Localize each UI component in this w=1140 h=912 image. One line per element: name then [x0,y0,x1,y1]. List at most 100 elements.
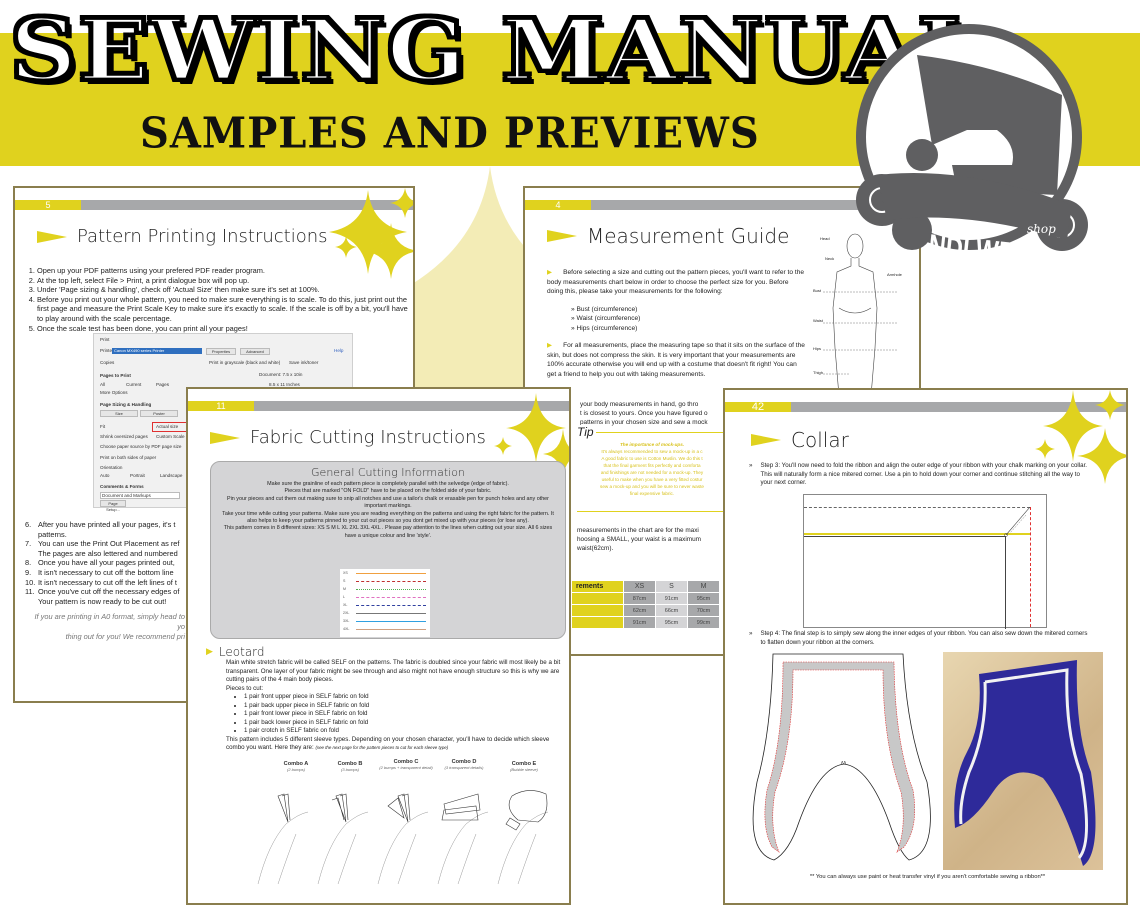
sparkle-icon [1077,426,1126,486]
combo-desc: (3 bumps) [340,767,359,772]
step-item: It isn't necessary to cut off the bottom… [38,567,174,577]
page-header-bar [15,200,413,210]
sparkle-icon [1095,390,1125,420]
table-row: 62cm 66cm 70cm [571,604,720,617]
comments-heading: Comments & Forms [100,484,144,489]
step-4: »Step 4: The final step is to simply sew… [749,630,1094,647]
radio-portrait: Portrait [130,473,145,478]
collar-diagram-icon: ᴧᴧ [752,653,931,861]
combo-desc: (Bubble sleeve) [510,767,538,772]
table-row: 87cm 91cm 95cm [571,592,720,605]
page-title-text: Pattern Printing Instructions [77,226,328,247]
size-line-legend: XS S M L XL 2XL 3XL 4XL [340,569,430,637]
tip-line: and finishings are not needed for a mock… [600,470,704,475]
size-label: S [343,579,346,583]
combo-a: Combo A(2 bumps) [266,761,326,772]
copies-label: Copies [100,360,115,365]
step-item: Open up your PDF patterns using your pre… [37,266,413,276]
combo-name: Combo D [451,759,477,765]
page-title: Collar [751,428,849,452]
footnote: ** You can always use paint or heat tran… [809,874,1046,880]
sparkle-icon [363,222,413,280]
intro-text: Before selecting a size and cutting out … [547,269,805,295]
background-sparkle-icon [180,166,800,516]
measure-item: » Waist (circumference) [571,315,641,322]
tip-label: Tip [577,425,596,439]
radio-current: Current [126,382,142,387]
ndlwrk-shop-logo-icon: NDLWRK shop [856,24,1088,260]
measure-item: » Bust (circumference) [571,305,638,313]
poster-tab: Poster [140,410,178,417]
table-cell: 95cm [655,616,688,629]
step-3: »Step 3: You'll now need to fold the rib… [749,462,1088,486]
printer-select: Canon MX490 series Printer [112,348,202,354]
step-number: 9. [25,567,32,577]
table-cell: 91cm [623,616,656,629]
piece-item: 1 pair front upper piece in SELF fabric … [244,693,566,702]
section-title: Leotard [218,645,265,659]
page-title-text: Fabric Cutting Instructions [250,427,486,448]
collar-photo-image [954,660,1096,866]
step-number: 10. [25,577,36,587]
page-title: Measurement Guide [547,224,789,248]
piece-item: 1 pair front lower piece in SELF fabric … [244,710,566,719]
radio-pages: Pages [156,382,170,387]
size-line [356,613,426,614]
step-item: Once you have all your pages printed out… [38,558,175,568]
pieces-label: Pieces to cut: [226,684,264,692]
figure-label: Hips [813,346,822,351]
size-line [356,621,426,622]
bullet-item: This pattern comes in 8 different sizes:… [223,525,553,539]
chart-note: measurements in the chart are for the ma… [577,526,727,553]
mitered-corner-diagram [803,494,1047,629]
size-label: XL [343,603,348,607]
step-item: The pages are also lettered and numbered [38,548,178,558]
advanced-button: Advanced [240,348,270,355]
size-line [356,597,426,598]
step-item: patterns. [38,529,67,539]
combo-desc: (2 bumps) [286,767,305,772]
more-options: More Options [100,390,128,395]
sleeve-sketches-icon [257,790,549,885]
step-item: At the top left, select File > Print, a … [37,276,413,286]
page-number: 11 [188,401,254,411]
para-text: For all measurements, place the measurin… [547,342,805,378]
tip-heading: The importance of mock-ups. [619,442,685,447]
combo-name: Combo C [393,759,419,765]
para-line: measurements in the chart are for the ma… [577,527,699,534]
combo-name: Combo E [511,761,537,767]
sparkle-icon [323,188,413,278]
main-title: SEWING MANUAL [8,0,985,100]
radio-custom-scale: Custom Scale [156,434,185,439]
step-text: Step 4: The final step is to simply sew … [760,630,1088,646]
radio-shrink: Shrink oversized pages [100,434,148,439]
table-header: S [655,580,688,593]
measure-item: » Hips (circumference) [571,324,638,332]
step-item: Under 'Page sizing & handling', check of… [37,285,413,295]
page-number: 42 [725,402,791,413]
page-number: 5 [15,200,81,210]
combo-d: Combo D(3 transparent details) [434,759,494,770]
table-cell: 91cm [655,592,688,605]
sparkle-icon [1043,390,1103,462]
page-header-bar [525,200,919,210]
figure-label: Armhole [887,272,902,277]
para-line: patterns in your chosen size and sew a m… [580,419,708,426]
tip-line: It's always recommended to sew a mock-up… [601,449,703,454]
page-setup-button: Page Setup... [100,500,126,512]
steps-list-bottom: 6.After you have printed all your pages,… [25,520,185,641]
table-cell: 87cm [623,592,656,605]
size-label: 4XL [343,627,350,631]
comments-select: Document and Markups [100,492,180,499]
step-item: Your pattern is now ready to be cut out! [38,596,167,606]
combo-c: Combo C(2 bumps + transparent detail) [376,759,436,770]
figure-label: Waist [813,318,823,323]
paper-size: 8.5 x 11 Inches [269,382,300,387]
help-link: Help [334,348,344,353]
combo-b: Combo B(3 bumps) [320,761,380,772]
size-label: XS [343,571,348,575]
logo-shop-text: shop [1027,222,1056,236]
radio-landscape: Landscape [160,473,183,478]
piece-item: 1 pair back lower piece in SELF fabric o… [244,719,566,728]
step-number: 8. [25,558,32,568]
